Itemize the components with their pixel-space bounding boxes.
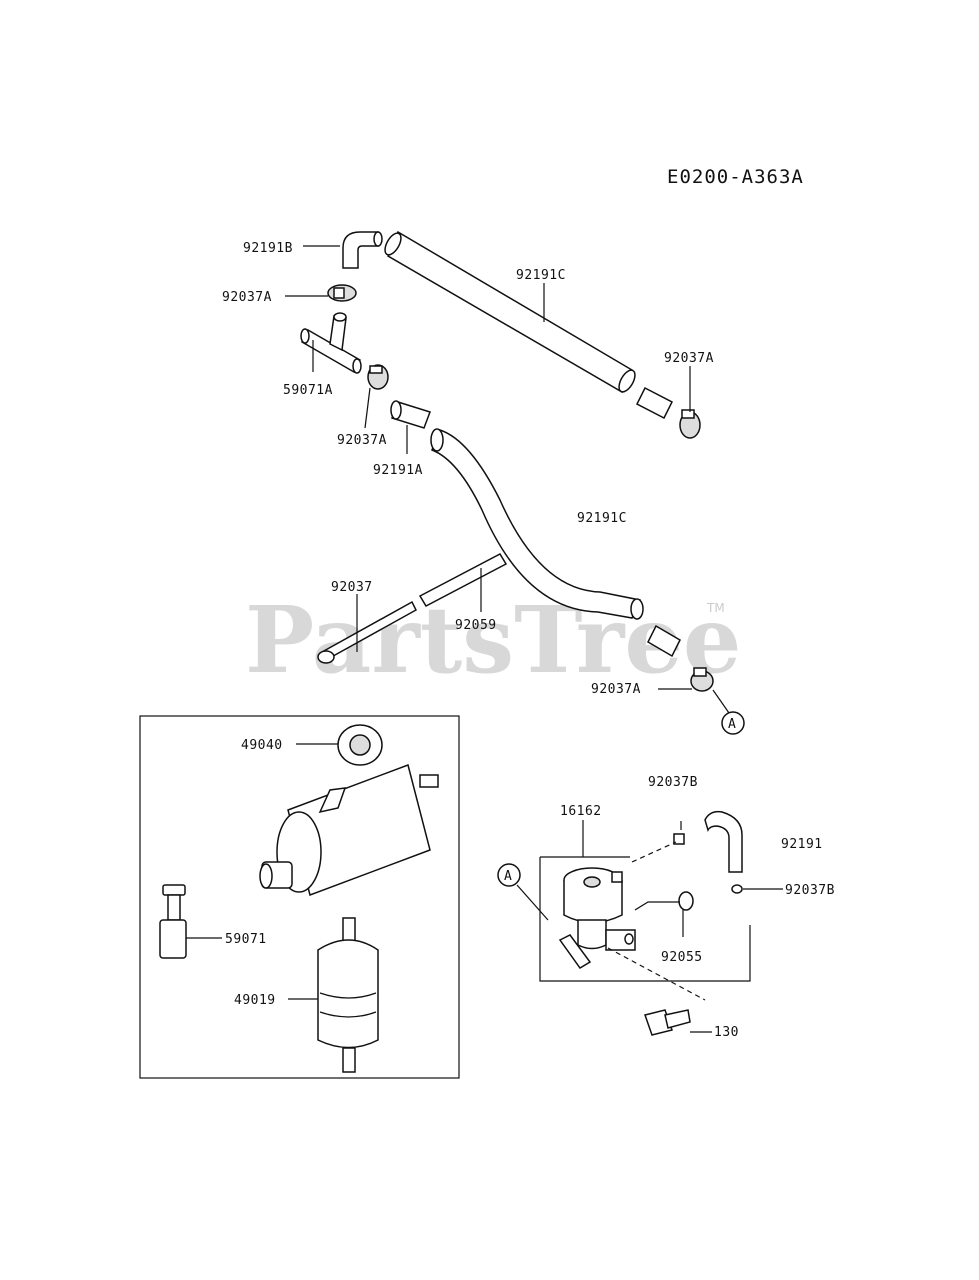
hose-92191[interactable] xyxy=(704,810,743,873)
label-92191: 92191 xyxy=(781,837,823,852)
reference-a-top: A xyxy=(721,711,745,735)
tube-92037[interactable] xyxy=(317,600,417,664)
label-92055: 92055 xyxy=(661,950,703,965)
regulator-16162[interactable] xyxy=(558,867,636,969)
label-92037A-mid: 92037A xyxy=(337,433,387,448)
label-92037: 92037 xyxy=(331,580,373,595)
clip-92037B-right[interactable] xyxy=(731,884,743,894)
label-92191C-top: 92191C xyxy=(516,268,566,283)
label-92037A-right: 92037A xyxy=(664,351,714,366)
hose-92191A[interactable] xyxy=(390,400,431,429)
hose-92191B[interactable] xyxy=(342,231,383,269)
fuel-filter-49019[interactable] xyxy=(317,917,379,1073)
label-92037B-top: 92037B xyxy=(648,775,698,790)
bolt-130[interactable] xyxy=(644,1009,691,1036)
label-16162: 16162 xyxy=(560,804,602,819)
connector-59071[interactable] xyxy=(159,884,187,959)
filter-box xyxy=(139,715,460,1079)
clamp-92037A-top[interactable] xyxy=(327,284,357,302)
label-92191B: 92191B xyxy=(243,241,293,256)
label-92059: 92059 xyxy=(455,618,497,633)
label-92037B-right: 92037B xyxy=(785,883,835,898)
label-130: 130 xyxy=(714,1025,739,1040)
reference-a-bottom-label: A xyxy=(504,869,512,884)
label-49019: 49019 xyxy=(234,993,276,1008)
clamp-92037A-low[interactable] xyxy=(690,667,714,692)
reference-a-top-label: A xyxy=(728,717,736,732)
hose-92191C-mid[interactable] xyxy=(430,428,681,658)
label-59071: 59071 xyxy=(225,932,267,947)
label-92191A: 92191A xyxy=(373,463,423,478)
watermark-tm: TM xyxy=(706,601,725,615)
fitting-59071A[interactable] xyxy=(300,312,362,374)
hose-92191C-top[interactable] xyxy=(382,230,674,420)
hose-92059[interactable] xyxy=(418,553,508,607)
label-49040: 49040 xyxy=(241,738,283,753)
clip-92037B-top[interactable] xyxy=(673,833,685,845)
label-92037A-top: 92037A xyxy=(222,290,272,305)
oring-92055[interactable] xyxy=(678,891,694,911)
clamp-92037A-mid[interactable] xyxy=(367,364,389,390)
fuel-pump-49040[interactable] xyxy=(259,724,439,896)
clamp-92037A-right[interactable] xyxy=(679,409,701,439)
label-92037A-low: 92037A xyxy=(591,682,641,697)
diagram-code: E0200-A363A xyxy=(667,166,804,188)
label-59071A: 59071A xyxy=(283,383,333,398)
label-92191C-mid: 92191C xyxy=(577,511,627,526)
reference-a-bottom: A xyxy=(497,863,521,887)
